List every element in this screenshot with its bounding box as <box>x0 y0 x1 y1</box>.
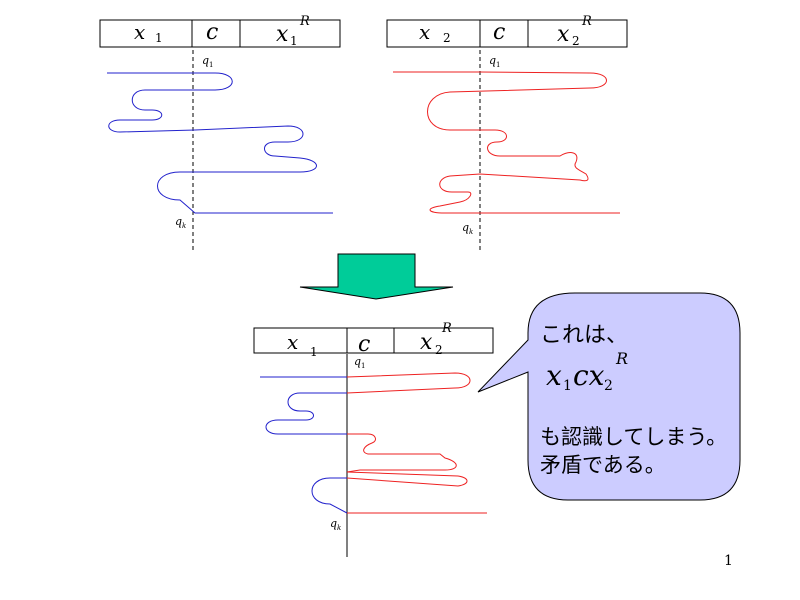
tape-cell-3-sub: 2 <box>435 343 443 357</box>
state-label-end: q <box>330 517 337 530</box>
tape-cell-2 <box>346 327 395 354</box>
formula-x2-sub: 2 <box>604 378 613 394</box>
callout-formula: x 1 cx 2 R <box>546 349 628 394</box>
tape-cell-1-var: x <box>419 20 430 44</box>
tape-cell-1-sub: 1 <box>310 345 318 359</box>
state-label-start: q <box>489 54 496 67</box>
speech-bubble: これは、 x 1 cx 2 R も認識してしまう。 矛盾である。 <box>477 292 741 501</box>
tape-top-left: x 1 c x 1 R q 1 q k <box>99 14 341 252</box>
formula-x-sub: 1 <box>563 378 572 394</box>
tape-cell-1-sub: 1 <box>155 31 163 45</box>
down-arrow-shape <box>299 253 454 300</box>
page-number: 1 <box>724 553 733 569</box>
tape-cell-3-sup: R <box>441 321 452 336</box>
tape-cell-3 <box>527 19 628 48</box>
tape-bottom: x 1 c x 2 R q 1 q k <box>253 321 494 557</box>
down-arrow <box>299 253 454 300</box>
tape-cell-2-var: c <box>493 20 505 45</box>
tape-cell-3 <box>393 327 494 354</box>
tape-cell-3-var: x <box>276 22 289 47</box>
state-label-start-sub: 1 <box>361 362 365 370</box>
tape-cell-3-sup: R <box>581 14 592 29</box>
computation-path-red <box>346 372 487 514</box>
tape-cell-1 <box>386 19 481 48</box>
formula-sup: R <box>615 349 628 368</box>
speech-bubble-shape <box>477 292 741 501</box>
computation-path-red <box>393 71 620 214</box>
tape-cell-3 <box>239 19 341 48</box>
tape-cell-2 <box>191 19 241 48</box>
tape-cell-2-var: c <box>358 332 370 357</box>
state-label-end-sub: k <box>182 222 186 230</box>
state-label-start-sub: 1 <box>496 61 500 69</box>
tape-cell-3-sub: 2 <box>572 34 580 48</box>
state-label-end-sub: k <box>337 524 341 532</box>
state-label-end: q <box>462 221 469 234</box>
tape-cell-3-var: x <box>557 22 570 47</box>
tape-cell-1-var: x <box>134 20 145 44</box>
callout-line-1: これは、 <box>540 323 628 348</box>
state-label-start: q <box>354 355 361 368</box>
callout-line-3: も認識してしまう。 <box>540 425 727 449</box>
tape-cell-3-sup: R <box>299 14 310 29</box>
tape-top-right: x 2 c x 2 R q 1 q k <box>386 14 628 252</box>
state-label-start: q <box>202 54 209 67</box>
tape-cell-1-sub: 2 <box>443 31 451 45</box>
state-label-end: q <box>175 215 182 228</box>
tape-cell-1 <box>253 327 348 354</box>
tape-cell-3-var: x <box>420 330 433 355</box>
tape-cell-1-var: x <box>287 330 298 354</box>
formula-x: x <box>546 359 562 392</box>
formula-cx: cx <box>573 359 605 392</box>
tape-cell-1 <box>99 19 193 48</box>
state-label-start-sub: 1 <box>209 61 213 69</box>
computation-path-blue <box>107 72 333 214</box>
computation-path-blue <box>260 376 348 514</box>
callout-line-4: 矛盾である。 <box>540 453 666 477</box>
tape-cell-3-sub: 1 <box>290 34 298 48</box>
state-label-end-sub: k <box>469 228 473 236</box>
tape-cell-2-var: c <box>206 20 218 45</box>
